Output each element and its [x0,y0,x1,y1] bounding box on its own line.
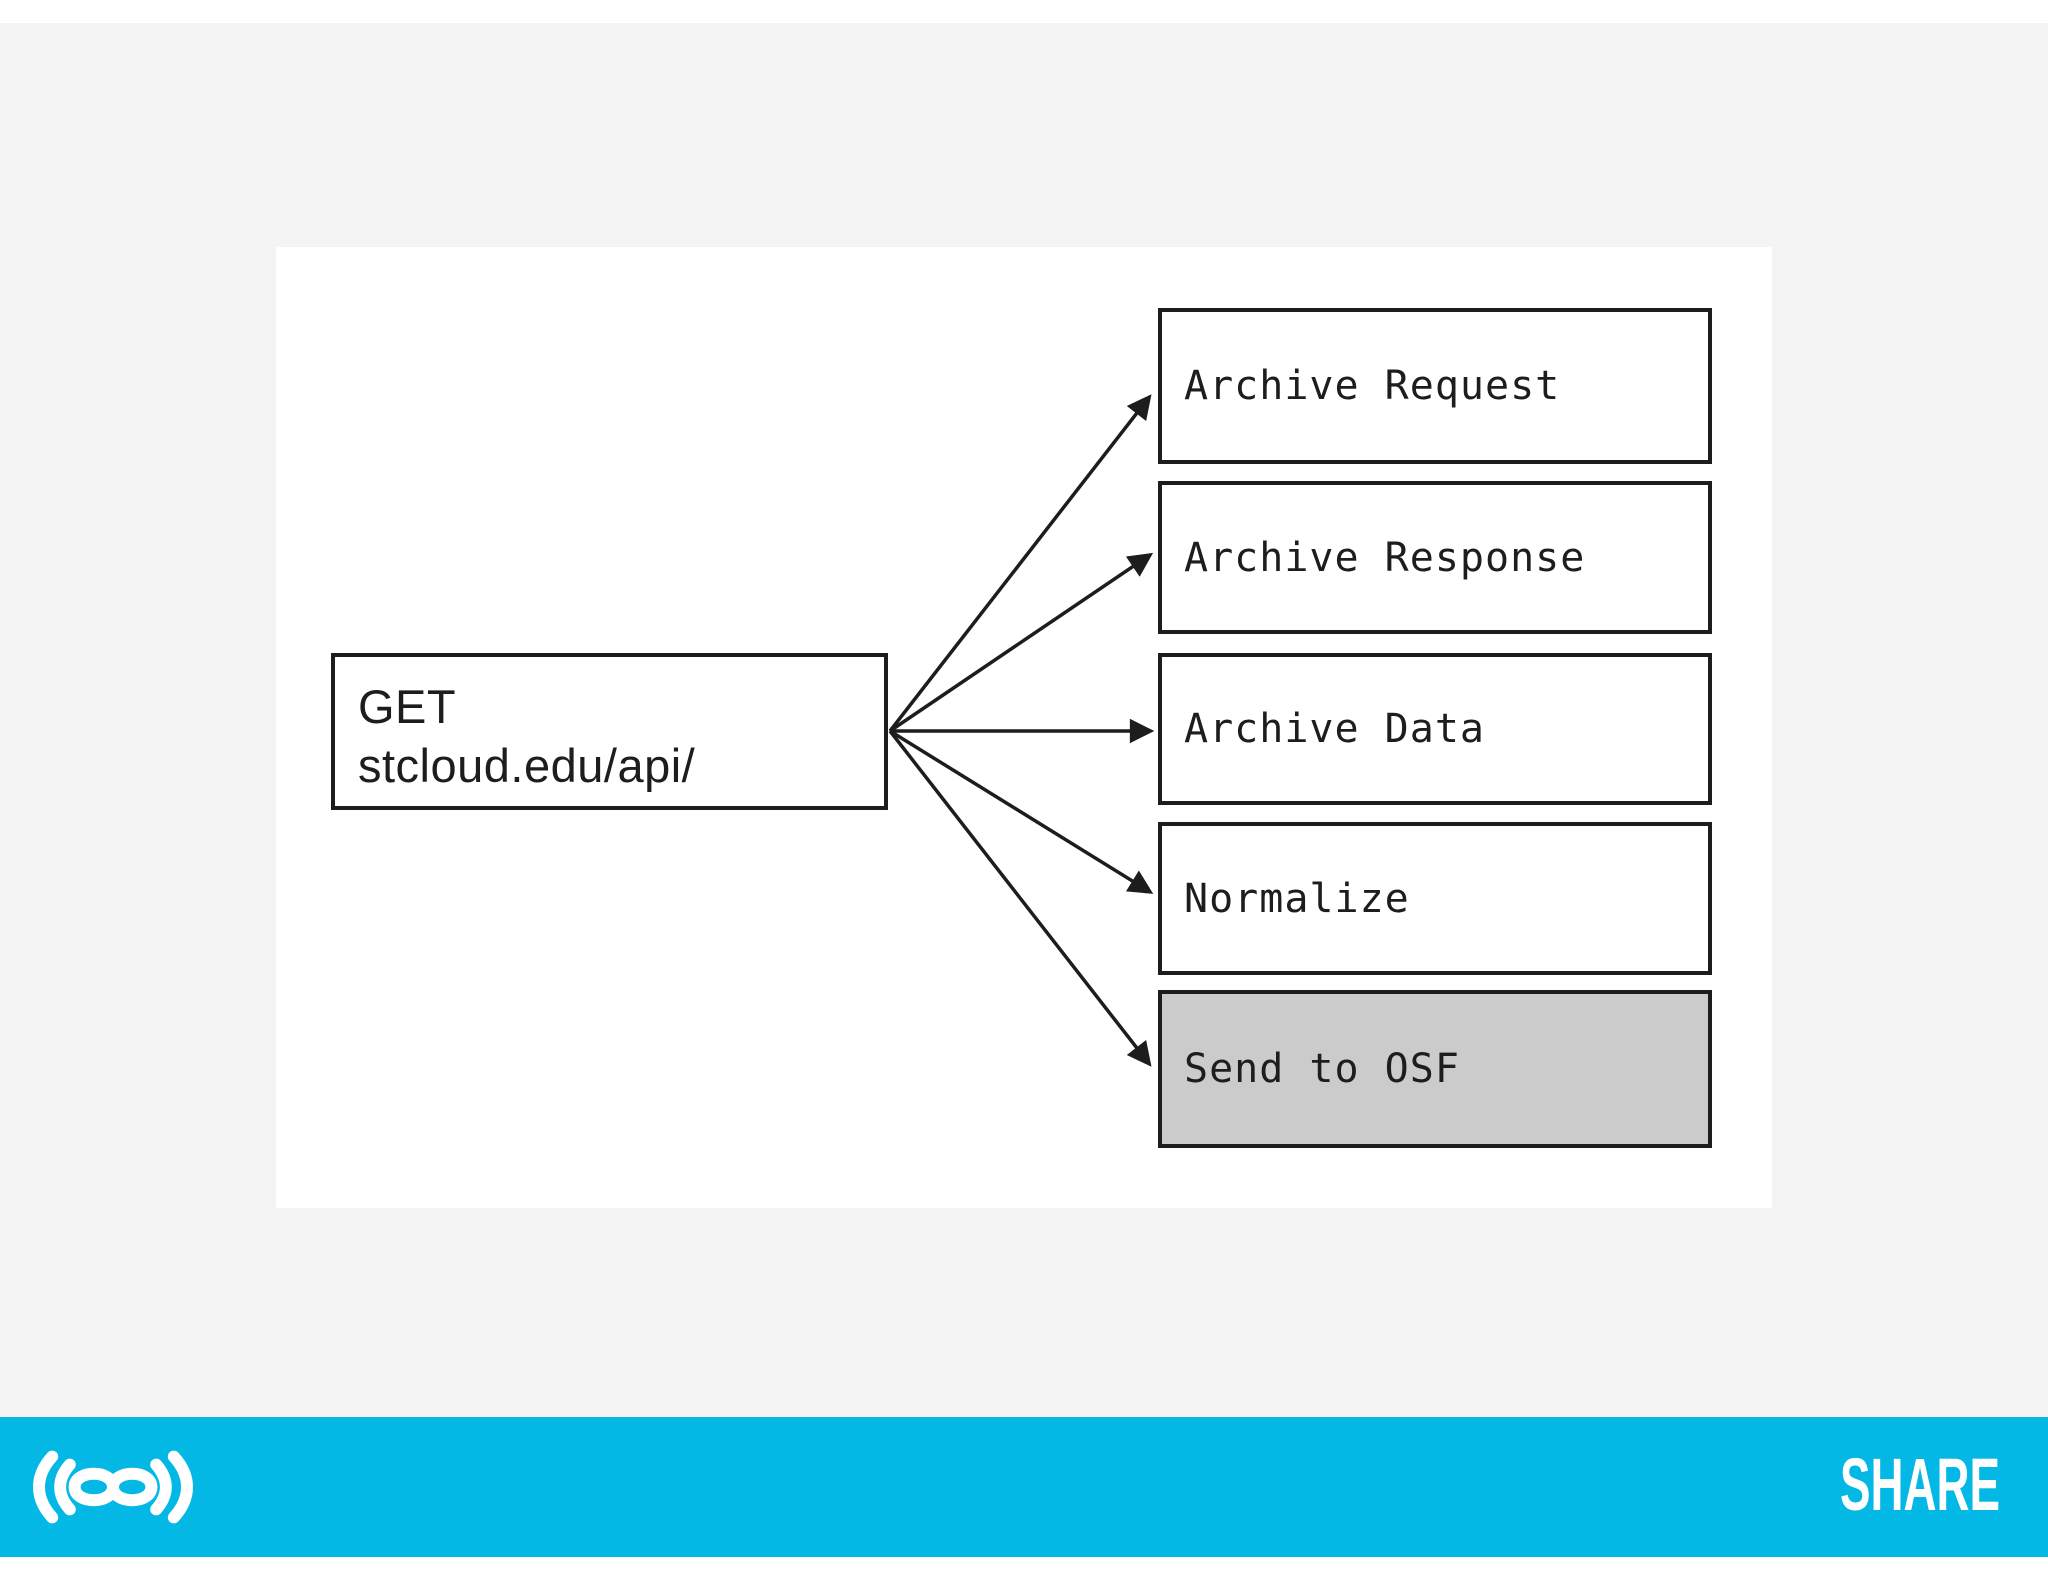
step-label: Normalize [1184,875,1410,922]
step-box-send-to-osf-highlighted: Send to OSF [1158,990,1712,1148]
step-label: Archive Data [1184,706,1485,752]
source-box-url: stcloud.edu/api/ [358,739,696,792]
step-box-archive-request: Archive Request [1158,308,1712,464]
step-box-archive-data: Archive Data [1158,653,1712,805]
logo-outer-left-paren-arc [33,1450,59,1524]
top-margin-strip [0,0,2048,23]
logo-infinity-loop [68,1467,158,1507]
step-label: Archive Response [1184,534,1586,581]
share-wordmark: SHARE [1840,1443,2000,1526]
logo-inner-right-paren-arc [150,1458,172,1516]
logo-outer-right-paren-arc [167,1450,193,1524]
logo-inner-left-paren-arc [54,1458,76,1516]
step-label: Send to OSF [1184,1046,1460,1092]
bottom-margin-strip [0,1557,2048,1582]
step-label: Archive Request [1184,363,1561,409]
source-box-method: GET [358,680,457,733]
share-wordmark-text: SHARE [1840,1443,2000,1526]
footer-brand-bar: SHARE [0,1417,2048,1557]
step-box-archive-response: Archive Response [1158,481,1712,634]
share-infinity-logo-icon [33,1450,193,1524]
source-box-get-request: GET stcloud.edu/api/ [331,653,888,810]
step-box-normalize: Normalize [1158,822,1712,975]
